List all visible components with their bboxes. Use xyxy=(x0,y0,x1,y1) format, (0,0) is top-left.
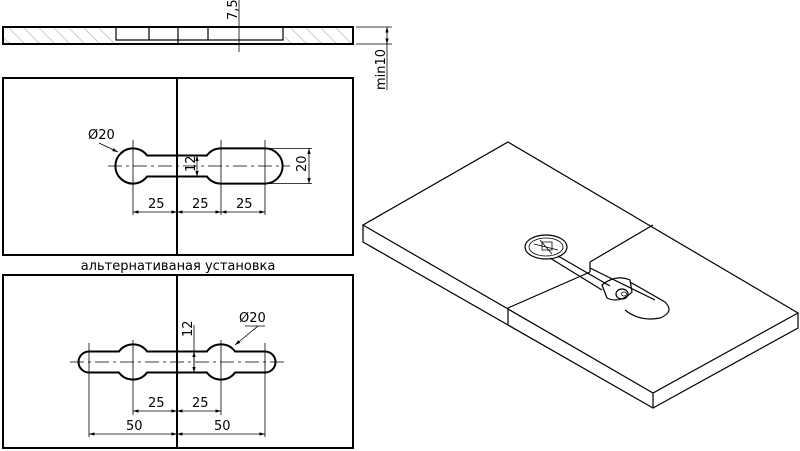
top-face xyxy=(361,141,800,394)
spacing-label-2: 25 xyxy=(192,197,209,212)
panel-joint xyxy=(507,224,654,325)
neck-width-label: 12 xyxy=(184,155,199,172)
min-thickness-label: min10 xyxy=(374,49,389,90)
side-faces xyxy=(362,225,799,410)
isometric-view xyxy=(361,141,800,410)
inner-spacing-label-2: 25 xyxy=(192,396,209,411)
section-hatch xyxy=(1,26,353,45)
neck-width-label: 12 xyxy=(181,320,196,337)
alternative-installation-caption: альтернативаная установка xyxy=(81,259,276,274)
alternative-view: 25 25 50 50 12 Ø20 xyxy=(2,274,354,449)
slot-width-label: 20 xyxy=(295,155,310,172)
top-view: 25 25 25 12 20 Ø20 xyxy=(2,77,354,256)
section-view: 7,5 min10 xyxy=(1,0,392,90)
inner-spacing-label-1: 25 xyxy=(148,396,165,411)
outer-spacing-label-2: 50 xyxy=(214,419,231,434)
recess xyxy=(115,26,284,41)
diameter-label: Ø20 xyxy=(88,128,115,143)
outer-spacing-label-1: 50 xyxy=(126,419,143,434)
depth-label: 7,5 xyxy=(226,0,241,20)
spacing-label-1: 25 xyxy=(148,197,165,212)
spacing-label-3: 25 xyxy=(236,197,253,212)
diameter-label: Ø20 xyxy=(239,311,266,326)
connector-hardware xyxy=(524,234,670,320)
